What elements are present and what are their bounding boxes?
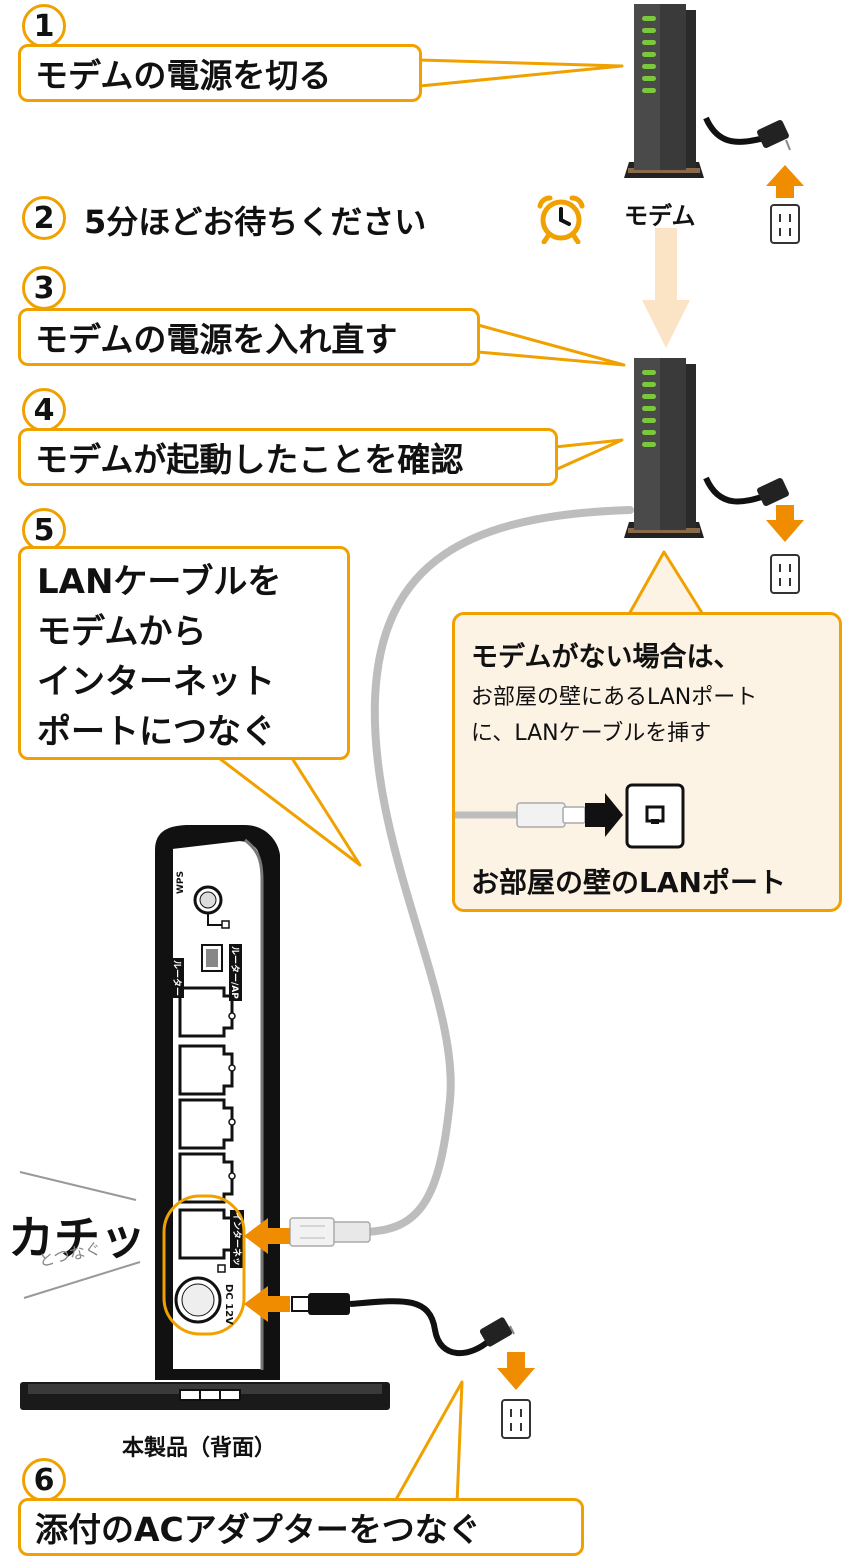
alarm-clock-icon bbox=[537, 195, 585, 244]
callout-pointer-4 bbox=[553, 438, 624, 472]
router-mode-right-label: ルーター/AP bbox=[229, 944, 242, 1001]
step-5-line-1: LANケーブルを bbox=[37, 562, 282, 602]
step-5-number: 5 bbox=[22, 508, 66, 552]
click-lines bbox=[19, 1171, 141, 1299]
callout-pointer-1 bbox=[418, 58, 624, 88]
router-mode-left-label: ルーター bbox=[171, 958, 184, 999]
arrow-down-icon bbox=[497, 1352, 535, 1390]
ac-adapter bbox=[291, 1293, 515, 1356]
power-outlet-icon bbox=[501, 1399, 531, 1439]
step-4-number: 4 bbox=[22, 388, 66, 432]
no-modem-line2: に、LANケーブルを挿す bbox=[471, 721, 712, 746]
no-modem-line1: お部屋の壁にあるLANポート bbox=[471, 685, 758, 710]
lan-cable bbox=[361, 506, 634, 1236]
step-5-line-3: インターネット bbox=[37, 662, 275, 702]
callout-pointer-3 bbox=[476, 323, 626, 367]
step-1-number: 1 bbox=[22, 4, 66, 48]
no-modem-caption: お部屋の壁のLANポート bbox=[471, 866, 786, 899]
lan-plug-router bbox=[289, 1217, 371, 1247]
arrow-right-icon bbox=[585, 793, 623, 837]
no-modem-title: モデムがない場合は、 bbox=[471, 642, 741, 673]
step-1-label: モデムの電源を切る bbox=[18, 44, 422, 102]
no-modem-box: モデムがない場合は、 お部屋の壁にあるLANポート に、LANケーブルを挿す お… bbox=[452, 612, 842, 912]
step-5-line-2: モデムから bbox=[37, 612, 207, 652]
step-2-number: 2 bbox=[22, 196, 66, 240]
step-3-label: モデムの電源を入れ直す bbox=[18, 308, 480, 366]
router-wps-label: WPS bbox=[176, 870, 186, 894]
router-back bbox=[20, 825, 390, 1410]
arrow-down-icon bbox=[642, 228, 690, 348]
step-6-number: 6 bbox=[22, 1458, 66, 1502]
router-dc-label: DC 12V bbox=[223, 1284, 234, 1325]
step-4-label: モデムが起動したことを確認 bbox=[18, 428, 558, 486]
arrow-down-icon bbox=[766, 505, 804, 542]
wall-lan-diagram bbox=[455, 783, 685, 849]
modem-bottom-leds bbox=[642, 370, 656, 447]
product-label: 本製品（背面） bbox=[122, 1436, 277, 1461]
power-outlet-icon bbox=[770, 554, 800, 594]
step-5-label: LANケーブルを モデムから インターネット ポートにつなぐ bbox=[18, 546, 350, 760]
modem-top-leds bbox=[642, 16, 656, 93]
step-3-number: 3 bbox=[22, 266, 66, 310]
modem-label: モデム bbox=[624, 202, 696, 230]
arrow-up-icon bbox=[766, 165, 804, 198]
step-5-line-4: ポートにつなぐ bbox=[37, 712, 275, 752]
click-text: カチッ bbox=[8, 1211, 146, 1265]
router-internet-label: インターネット bbox=[231, 1212, 241, 1276]
arrow-left-icon bbox=[244, 1218, 290, 1322]
step-6-label: 添付のACアダプターをつなぐ bbox=[18, 1498, 584, 1556]
lan-port-icon bbox=[625, 783, 685, 849]
step-2-label: 5分ほどお待ちください bbox=[84, 203, 427, 241]
no-modem-pointer bbox=[626, 550, 706, 618]
power-outlet-icon bbox=[770, 204, 800, 244]
